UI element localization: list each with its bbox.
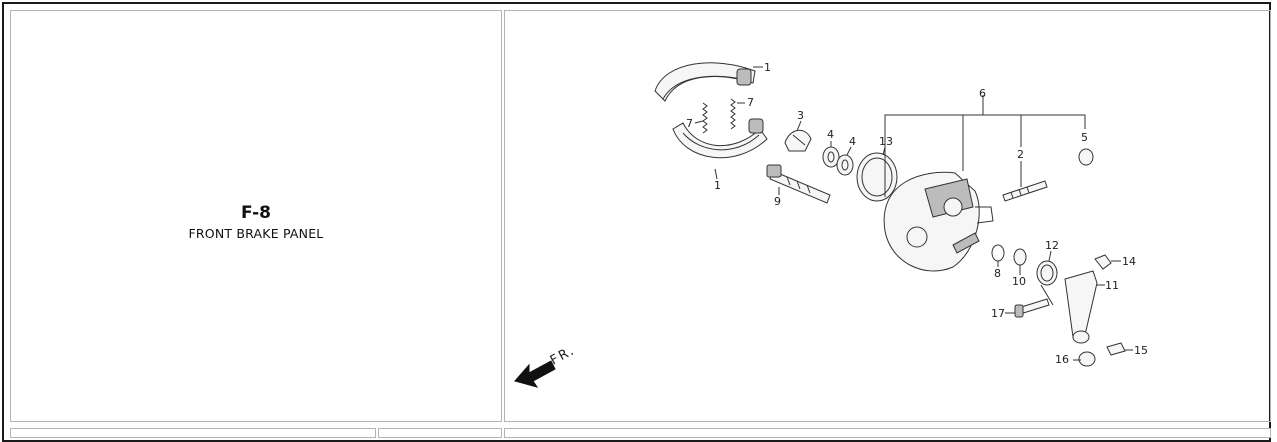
brake-panel bbox=[883, 171, 994, 272]
callout-17: 17 bbox=[991, 307, 1005, 320]
pin-15 bbox=[1106, 342, 1126, 356]
washer-1 bbox=[822, 146, 840, 168]
callout-9: 9 bbox=[774, 195, 781, 208]
pivot-16 bbox=[1078, 351, 1096, 367]
brake-cam bbox=[766, 164, 831, 204]
callout-2: 2 bbox=[1017, 148, 1024, 161]
callout-1a: 1 bbox=[764, 61, 771, 74]
front-direction-arrow-icon bbox=[514, 360, 556, 388]
callout-7b: 7 bbox=[686, 117, 693, 130]
seal-ring bbox=[856, 152, 898, 202]
section-code: F-8 bbox=[241, 203, 271, 223]
callout-7a: 7 bbox=[747, 96, 754, 109]
section-title: FRONT BRAKE PANEL bbox=[188, 226, 324, 241]
bolt-17 bbox=[1014, 298, 1050, 318]
spring-left bbox=[702, 102, 708, 134]
section-heading-cell: F-8 FRONT BRAKE PANEL bbox=[10, 10, 502, 422]
clip-8 bbox=[991, 244, 1005, 262]
callout-11: 11 bbox=[1105, 279, 1119, 292]
wear-indicator bbox=[784, 129, 812, 152]
callout-4b: 4 bbox=[849, 135, 856, 148]
callout-6: 6 bbox=[979, 87, 986, 100]
exploded-diagram-cell: 1 1 7 7 3 4 4 13 6 2 5 9 8 10 12 14 11 1… bbox=[504, 10, 1271, 422]
brake-shoe-lower bbox=[672, 118, 768, 159]
return-spring bbox=[1036, 260, 1058, 306]
callout-12: 12 bbox=[1045, 239, 1059, 252]
callout-3: 3 bbox=[797, 109, 804, 122]
direction-label: FR. bbox=[548, 343, 578, 369]
brake-shoe-upper bbox=[654, 62, 756, 102]
callout-labels: 1 1 7 7 3 4 4 13 6 2 5 9 8 10 12 14 11 1… bbox=[686, 61, 1148, 366]
exploded-parts-diagram: 1 1 7 7 3 4 4 13 6 2 5 9 8 10 12 14 11 1… bbox=[514, 61, 1148, 388]
callout-10: 10 bbox=[1012, 275, 1026, 288]
callout-13: 13 bbox=[879, 135, 893, 148]
callout-1b: 1 bbox=[714, 179, 721, 192]
washer-2 bbox=[836, 154, 854, 176]
leader-lines bbox=[694, 66, 1133, 361]
washer-10 bbox=[1013, 248, 1027, 266]
callout-8: 8 bbox=[994, 267, 1001, 280]
nut-5 bbox=[1078, 148, 1094, 166]
callout-14: 14 bbox=[1122, 255, 1136, 268]
callout-4a: 4 bbox=[827, 128, 834, 141]
panel-pin bbox=[1002, 180, 1048, 202]
spring-right bbox=[730, 98, 736, 130]
callout-5: 5 bbox=[1081, 131, 1088, 144]
callout-15: 15 bbox=[1134, 344, 1148, 357]
nut-14 bbox=[1094, 254, 1112, 270]
callout-16: 16 bbox=[1055, 353, 1069, 366]
brake-arm bbox=[1064, 270, 1098, 344]
